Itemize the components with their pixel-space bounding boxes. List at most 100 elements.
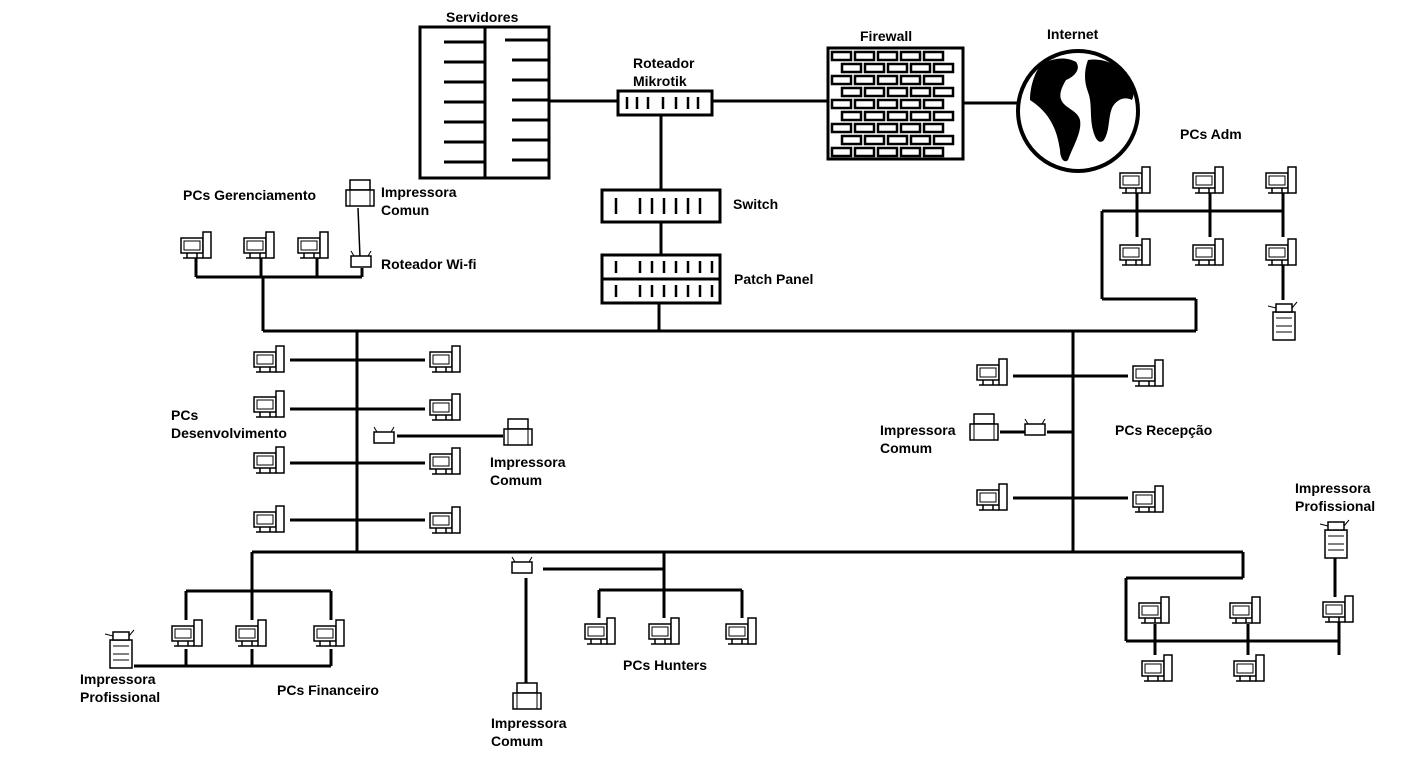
firewall-brick: [830, 74, 853, 86]
pc-icon: [1132, 485, 1164, 513]
pc-icon: [235, 619, 267, 647]
pcs-adm: [1119, 166, 1297, 266]
professional-printer-icon: [1267, 301, 1298, 341]
firewall-brick: [853, 50, 876, 62]
label-pcs-financeiro: PCs Financeiro: [277, 682, 379, 698]
firewall-brick: [863, 62, 886, 74]
servers-rack: [418, 25, 551, 180]
pc-icon: [1233, 654, 1265, 682]
label-impressora-hunters: Impressora: [491, 715, 567, 731]
printer-icon: [345, 179, 375, 207]
pc-icon: [1229, 596, 1261, 624]
label-pcs: PCs: [171, 407, 198, 423]
firewall-brick: [830, 122, 853, 134]
router-icon: [1024, 418, 1046, 436]
pc-icon: [1322, 595, 1354, 623]
pc-icon: [171, 619, 203, 647]
firewall-brick: [886, 86, 909, 98]
firewall-brick: [876, 74, 899, 86]
router-icon: [373, 426, 395, 444]
firewall-brick: [876, 50, 899, 62]
label-impressora-prof-right: Impressora: [1295, 480, 1371, 496]
firewall-brick: [922, 74, 945, 86]
firewall-brick: [876, 146, 899, 158]
pcs-financeiro: [171, 619, 345, 647]
pc-icon: [253, 390, 285, 418]
pc-icon: [1141, 654, 1173, 682]
firewall-brick: [876, 98, 899, 110]
pc-icon: [253, 345, 285, 373]
firewall-brick: [909, 62, 932, 74]
printer-icon: [969, 413, 999, 441]
pc-icon: [1192, 238, 1224, 266]
label-patch-panel: Patch Panel: [734, 271, 813, 287]
firewall-brick: [909, 110, 932, 122]
label-roteador: Roteador: [633, 55, 695, 71]
label-servidores: Servidores: [446, 9, 519, 25]
firewall-brick: [863, 110, 886, 122]
pc-icon: [429, 506, 461, 534]
label-pcs-gerenciamento: PCs Gerenciamento: [183, 187, 316, 203]
pcs-gerenciamento: [180, 231, 329, 259]
label-impressora-dev: Impressora: [490, 454, 566, 470]
firewall-brick: [853, 74, 876, 86]
firewall-brick: [932, 62, 955, 74]
firewall-icon: [826, 46, 965, 161]
pc-icon: [648, 617, 680, 645]
pc-icon: [180, 231, 212, 259]
pc-icon: [1265, 238, 1297, 266]
pc-icon: [976, 483, 1008, 511]
firewall-brick: [899, 122, 922, 134]
firewall-brick: [909, 86, 932, 98]
firewall-brick: [932, 86, 955, 98]
label-firewall: Firewall: [860, 28, 912, 44]
label-pcs-recepcao: PCs Recepção: [1115, 422, 1212, 438]
firewall-brick: [840, 134, 863, 146]
professional-printer-icon: [1319, 519, 1350, 559]
pc-icon: [1265, 166, 1297, 194]
label-profissional-left: Profissional: [80, 689, 160, 705]
pc-icon: [297, 231, 329, 259]
pc-icon: [1119, 238, 1151, 266]
pc-icon: [584, 617, 616, 645]
professional-printer-icon: [104, 629, 135, 669]
internet-globe-icon: [1016, 49, 1140, 173]
pc-icon: [1119, 166, 1151, 194]
pc-icon: [429, 393, 461, 421]
wifi-router-icon: [350, 250, 372, 268]
label-pcs-hunters: PCs Hunters: [623, 657, 707, 673]
connection-lines: [134, 99, 1341, 683]
label-profissional-right: Profissional: [1295, 498, 1375, 514]
firewall-brick: [863, 134, 886, 146]
router-icon: [511, 556, 533, 574]
pc-icon: [1132, 359, 1164, 387]
firewall-brick: [922, 122, 945, 134]
firewall-brick: [853, 98, 876, 110]
firewall-brick: [932, 134, 955, 146]
firewall-brick: [909, 134, 932, 146]
pcs-hunters: [584, 617, 757, 645]
firewall-brick: [899, 98, 922, 110]
pc-icon: [313, 619, 345, 647]
firewall-brick: [899, 74, 922, 86]
label-mikrotik: Mikrotik: [633, 73, 687, 89]
router-mikrotik: [616, 89, 714, 117]
firewall-brick: [922, 50, 945, 62]
firewall-brick: [830, 50, 853, 62]
label-impressora-top: Impressora: [381, 184, 457, 200]
label-impressora-prof-left: Impressora: [80, 671, 156, 687]
label-internet: Internet: [1047, 26, 1099, 42]
firewall-brick: [886, 110, 909, 122]
printer-icon: [503, 418, 533, 446]
pc-icon: [429, 447, 461, 475]
label-impressora-recepcao: Impressora: [880, 422, 956, 438]
firewall-brick: [840, 62, 863, 74]
pc-icon: [253, 446, 285, 474]
firewall-brick: [876, 122, 899, 134]
firewall-brick: [853, 146, 876, 158]
label-desenvolvimento: Desenvolvimento: [171, 425, 287, 441]
firewall-brick: [830, 146, 853, 158]
label-comum-recepcao: Comum: [880, 440, 932, 456]
pc-icon: [243, 231, 275, 259]
